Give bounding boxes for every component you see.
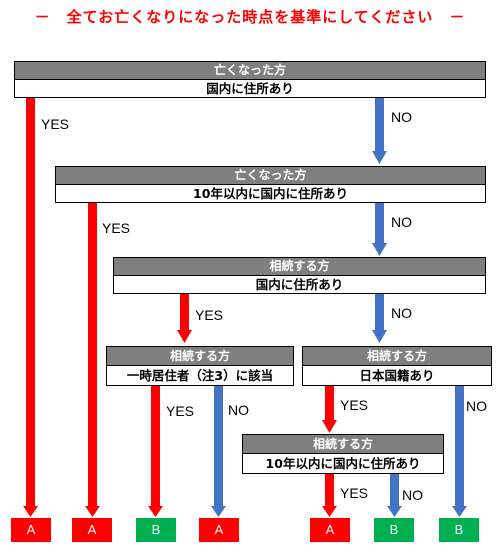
box-body: 国内に住所あり [255, 277, 344, 292]
result-3: B [136, 518, 176, 542]
result-2: A [72, 518, 112, 542]
box-heir-domestic-address: 相続する方 国内に住所あり [113, 257, 486, 294]
box-header: 相続する方 [243, 435, 443, 454]
result-7: B [439, 518, 479, 542]
box-heir-japanese-nationality: 相続する方 日本国籍あり [302, 346, 492, 386]
arrow-b6-yes [325, 474, 334, 507]
box-header: 相続する方 [107, 347, 293, 366]
box-body: 一時居住者（注3）に該当 [126, 368, 274, 383]
arrow-b4-no [214, 386, 223, 507]
label-b3-yes: YES [195, 307, 224, 323]
arrow-b4-yes [151, 386, 160, 507]
label-b5-yes: YES [340, 397, 369, 413]
box-header: 亡くなった方 [56, 167, 485, 185]
box-deceased-domestic-address: 亡くなった方 国内に住所あり [14, 61, 486, 98]
arrow-b2-no [375, 202, 384, 244]
box-heir-10yr-address: 相続する方 10年以内に国内に住所あり [242, 434, 444, 474]
label-b4-yes: YES [166, 403, 195, 419]
arrow-b3-no [375, 294, 384, 331]
label-b3-no: NO [391, 305, 412, 321]
label-b1-yes: YES [41, 116, 70, 132]
box-body: 10年以内に国内に住所あり [193, 186, 348, 201]
label-b6-no: NO [402, 487, 423, 503]
label-b6-yes: YES [340, 485, 369, 501]
arrow-b3-yes [180, 294, 189, 331]
arrow-b6-no [390, 474, 399, 507]
box-body: 10年以内に国内に住所あり [265, 456, 421, 471]
label-b1-no: NO [391, 109, 412, 125]
box-deceased-10yr-address: 亡くなった方 10年以内に国内に住所あり [55, 166, 486, 203]
label-b5-no: NO [466, 398, 487, 414]
arrow-b5-no [455, 386, 464, 507]
box-header: 相続する方 [303, 347, 491, 366]
label-b2-yes: YES [102, 220, 131, 236]
yes-arrows [23, 97, 337, 517]
box-heir-temporary-resident: 相続する方 一時居住者（注3）に該当 [106, 346, 294, 386]
arrow-b2-yes [88, 202, 97, 507]
page-title: － 全てお亡くなりになった時点を基準にしてください － [34, 8, 466, 26]
box-body: 国内に住所あり [206, 81, 294, 96]
arrow-b5-yes [325, 386, 334, 421]
result-6: B [374, 518, 414, 542]
result-4: A [199, 518, 239, 542]
arrow-b1-yes [26, 97, 35, 507]
label-b4-no: NO [228, 402, 249, 418]
result-5: A [310, 518, 350, 542]
label-b2-no: NO [391, 214, 412, 230]
box-header: 亡くなった方 [15, 62, 485, 80]
arrow-b1-no [375, 97, 384, 152]
result-1: A [11, 518, 51, 542]
box-body: 日本国籍あり [359, 368, 435, 383]
no-arrows [211, 97, 467, 517]
box-header: 相続する方 [114, 258, 485, 276]
